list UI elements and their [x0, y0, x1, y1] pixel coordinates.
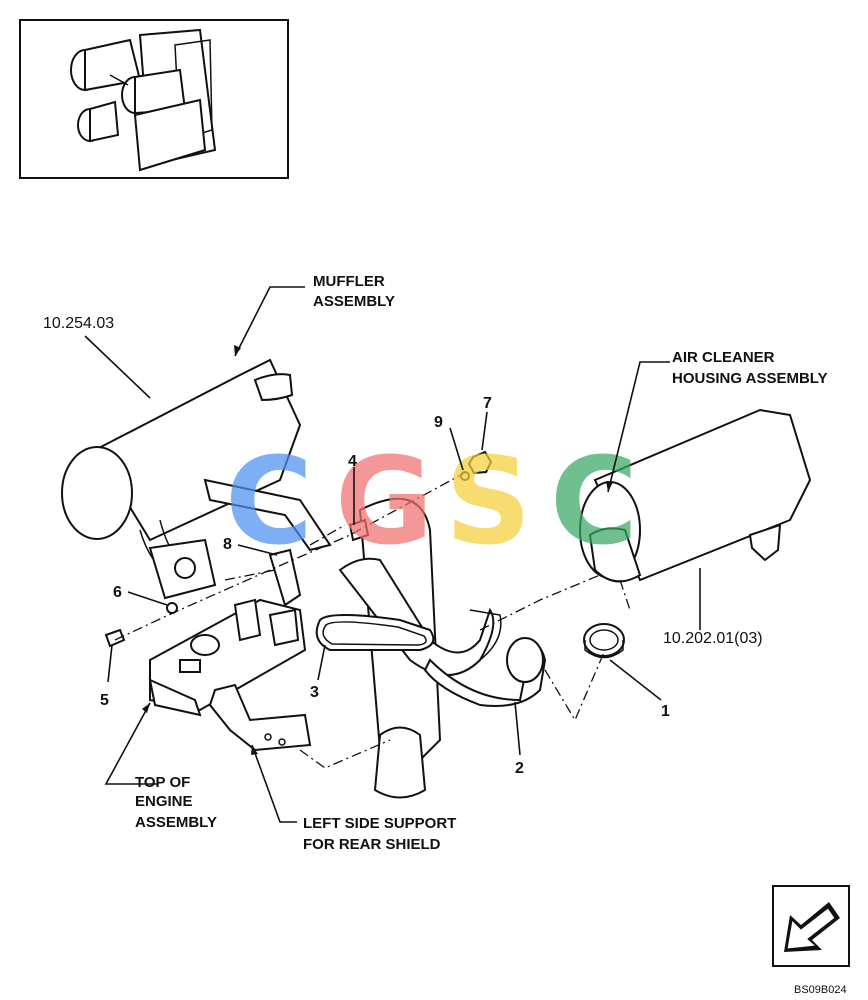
top-engine-label-line3: ASSEMBLY: [135, 814, 217, 831]
callout-7: 7: [483, 395, 492, 412]
left-support-label-line1: LEFT SIDE SUPPORT: [303, 815, 456, 832]
air-cleaner-label-line2: HOUSING ASSEMBLY: [672, 370, 828, 387]
callout-4: 4: [348, 453, 357, 470]
callout-5: 5: [100, 692, 109, 709]
left-support-label-line2: FOR REAR SHIELD: [303, 836, 441, 853]
callout-3: 3: [310, 684, 319, 701]
callouts: 1 2 3 4 5 6 7 8 9: [100, 395, 670, 777]
muffler-label-line1: MUFFLER: [313, 273, 385, 290]
watermark-letter-c2: C: [550, 433, 638, 572]
air-cleaner-label-line1: AIR CLEANER: [672, 349, 775, 366]
leader-lines: [84, 286, 701, 823]
left-side-support: [208, 683, 312, 752]
muffler-label-line2: ASSEMBLY: [313, 293, 395, 310]
figure-code: BS09B024: [794, 984, 847, 996]
watermark-letter-g: G: [335, 433, 434, 572]
top-engine-label-line1: TOP OF: [135, 774, 190, 791]
top-of-engine-assembly: [148, 598, 307, 717]
top-engine-label-line2: ENGINE: [135, 793, 193, 810]
assembly-lines: [114, 469, 631, 769]
arrow-down-left-icon[interactable]: [772, 885, 850, 967]
labels: MUFFLER ASSEMBLY AIR CLEANER HOUSING ASS…: [43, 273, 828, 853]
air-cleaner-housing-assembly: [579, 408, 812, 583]
callout-6: 6: [113, 584, 122, 601]
callout-8: 8: [223, 536, 232, 553]
watermark: C G S C: [225, 433, 638, 572]
callout-1: 1: [661, 703, 670, 720]
drive-belt: [315, 614, 435, 651]
callout-9: 9: [434, 414, 443, 431]
air-cleaner-reference: 10.202.01(03): [663, 630, 763, 647]
inset-thumbnail: [19, 19, 289, 179]
callout-2: 2: [515, 760, 524, 777]
watermark-letter-c1: C: [225, 433, 313, 572]
muffler-reference: 10.254.03: [43, 315, 114, 332]
muffler-assembly: [61, 358, 332, 600]
